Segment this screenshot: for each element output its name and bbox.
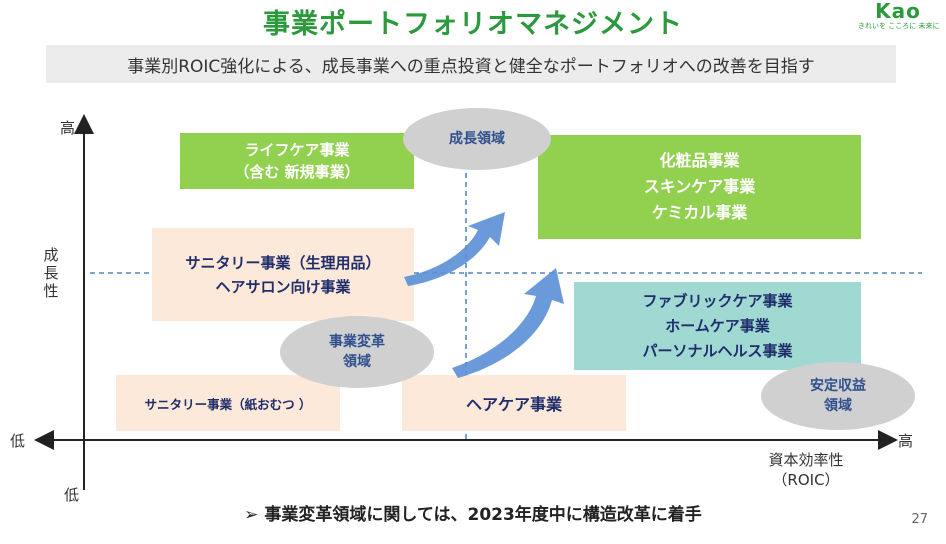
sanitary-diaper-label: サニタリー事業（紙おむつ ）	[144, 396, 312, 412]
cosmetics-line1: 化粧品事業	[659, 151, 740, 170]
zone-transform-line2: 領域	[343, 354, 371, 370]
sanitary-feminine-line2: ヘアサロン向け事業	[215, 277, 351, 296]
zone-stable-line2: 領域	[824, 398, 852, 414]
page-title: 事業ポートフォリオマネジメント	[263, 9, 683, 40]
box-cosmetics: 化粧品事業 スキンケア事業 ケミカル事業	[538, 135, 861, 239]
lifecare-line1: ライフケア事業	[244, 141, 350, 159]
sanitary-feminine-line1: サニタリー事業（生理用品）	[185, 253, 381, 272]
zone-transform-line1: 事業変革	[329, 334, 385, 350]
growth-arrow-upper	[404, 212, 505, 286]
zone-transform: 事業変革 領域	[280, 316, 434, 388]
y-axis-label-char2: 長	[43, 264, 59, 282]
x-axis-high-label: 高	[898, 432, 914, 450]
box-lifecare: ライフケア事業 （含む 新規事業）	[180, 133, 414, 189]
x-axis-label-line1: 資本効率性	[768, 451, 844, 469]
growth-arrow-lower	[452, 268, 564, 378]
cosmetics-line3: ケミカル事業	[651, 203, 748, 222]
y-axis-label-char1: 成	[43, 246, 59, 264]
x-axis-low-label: 低	[10, 432, 26, 450]
zone-growth-label: 成長領域	[449, 131, 505, 147]
y-axis-high-label: 高	[60, 119, 76, 137]
kao-logo: Kao きれいを こころに 未来に	[858, 0, 940, 31]
logo-tagline: きれいを こころに 未来に	[858, 22, 940, 30]
x-axis-label-line2: （ROIC）	[772, 471, 840, 489]
zone-stable: 安定収益 領域	[761, 362, 915, 430]
box-sanitary-diaper: サニタリー事業（紙おむつ ）	[116, 375, 340, 431]
footer-note: ➢ 事業変革領域に関しては、2023年度中に構造改革に着手	[244, 505, 702, 525]
subtitle-banner: 事業別ROIC強化による、成長事業への重点投資と健全なポートフォリオへの改善を目…	[46, 45, 896, 83]
y-axis-low-label: 低	[64, 486, 80, 504]
zone-stable-line1: 安定収益	[810, 378, 866, 394]
y-axis-label-char3: 性	[43, 282, 59, 300]
logo-wordmark: Kao	[875, 0, 921, 23]
fabric-line3: パーソナルヘルス事業	[642, 341, 793, 360]
subtitle-text: 事業別ROIC強化による、成長事業への重点投資と健全なポートフォリオへの改善を目…	[127, 56, 815, 77]
box-fabric-home: ファブリックケア事業 ホームケア事業 パーソナルヘルス事業	[574, 282, 861, 370]
haircare-label: ヘアケア事業	[465, 395, 562, 414]
box-haircare: ヘアケア事業	[402, 375, 626, 431]
box-sanitary-feminine: サニタリー事業（生理用品） ヘアサロン向け事業	[152, 228, 414, 321]
fabric-line2: ホームケア事業	[665, 316, 770, 335]
zone-growth: 成長領域	[403, 108, 551, 170]
cosmetics-line2: スキンケア事業	[643, 177, 756, 196]
fabric-line1: ファブリックケア事業	[642, 291, 793, 310]
y-axis-label: 成 長 性	[42, 246, 60, 300]
page-number: 27	[911, 512, 928, 527]
x-axis-label: 資本効率性 （ROIC）	[756, 450, 856, 490]
lifecare-line2: （含む 新規事業）	[234, 163, 360, 181]
